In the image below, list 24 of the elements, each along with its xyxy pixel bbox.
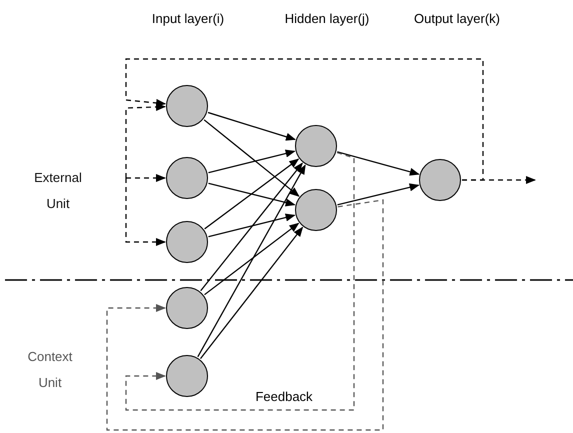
arrow [208, 150, 296, 174]
arrow [200, 226, 304, 359]
dashed-arrow [125, 58, 484, 181]
arrow [197, 164, 306, 358]
layer-heading: Input layer(i) [150, 10, 226, 28]
arrow [204, 158, 300, 230]
arrow [337, 151, 420, 176]
dashed-arrow [125, 103, 166, 178]
arrow [337, 183, 420, 206]
layer-heading: Output layer(k) [413, 10, 501, 28]
layer-heading: Hidden layer(j) [284, 10, 370, 28]
unit-label: External Unit [33, 169, 83, 213]
dashed-arrow [125, 178, 166, 246]
unit-label: Context Unit [26, 348, 74, 392]
arrow [200, 162, 303, 292]
dashed-arrow [106, 199, 384, 431]
arrow [208, 214, 296, 238]
arrow [208, 112, 296, 141]
arrow [208, 182, 296, 206]
arrow [204, 222, 300, 296]
dashed-arrow [126, 174, 166, 182]
feedback-label: Feedback [254, 388, 314, 406]
arrow [204, 119, 300, 197]
dashed-arrow [125, 152, 355, 411]
